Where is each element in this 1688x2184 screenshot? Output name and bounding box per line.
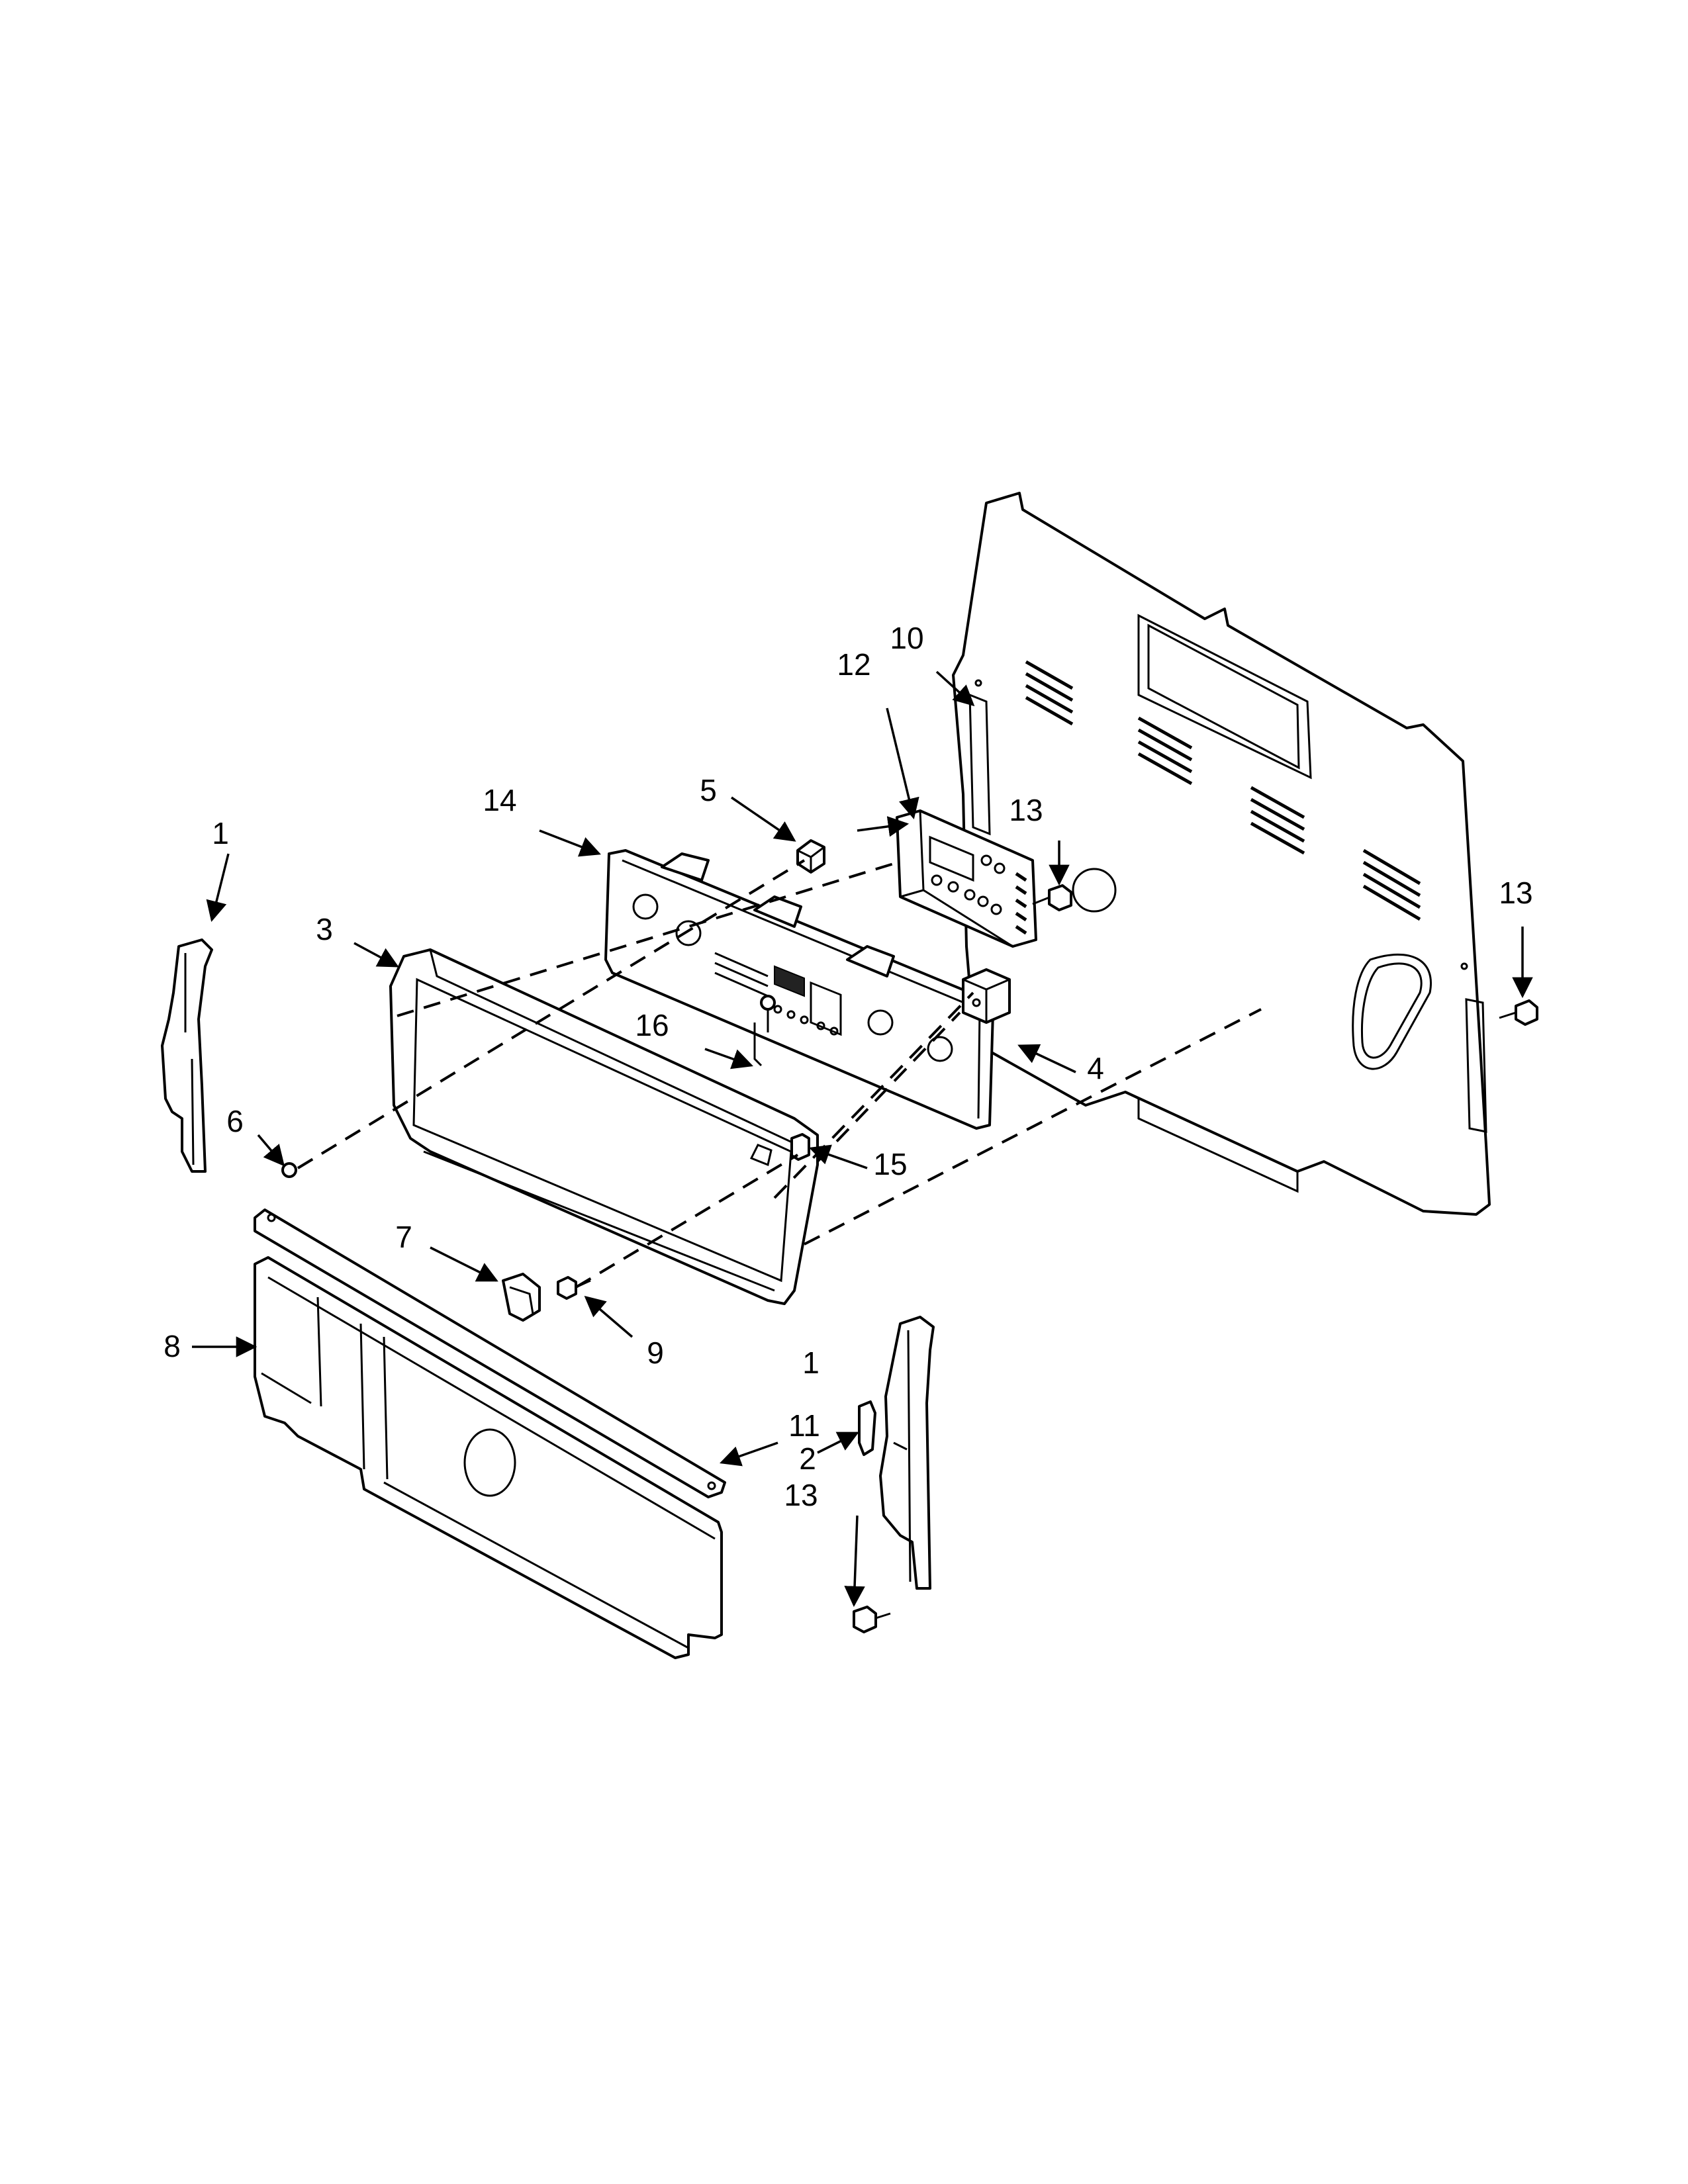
callout-1-right: 1 (802, 1345, 820, 1380)
callout-2: 2 (799, 1441, 816, 1476)
callout-11: 11 (788, 1408, 820, 1443)
switch-part-5 (796, 839, 825, 874)
callout-13-right: 13 (1499, 876, 1532, 910)
electronic-control-part-12 (896, 809, 1037, 948)
callout-9: 9 (647, 1336, 664, 1370)
callout-15: 15 (873, 1147, 907, 1181)
knob-part-7 (502, 1273, 541, 1322)
clip-part-2 (858, 1400, 876, 1456)
screw-part-15 (790, 1133, 810, 1161)
callout-5: 5 (700, 773, 717, 807)
alignment-lines (297, 859, 1262, 1289)
leader-lines (192, 670, 1533, 1608)
control-panel-part-14 (604, 849, 994, 1130)
callout-12: 12 (837, 647, 870, 682)
screw-part-13-right (1499, 999, 1538, 1026)
callout-10: 10 (890, 621, 923, 655)
end-cap-right-part-1 (879, 1316, 935, 1590)
end-cap-left-part-1 (161, 938, 213, 1173)
wire-part-16 (753, 995, 776, 1067)
screw-part-6 (281, 1162, 297, 1178)
trim-frame-part-3 (389, 948, 819, 1305)
callout-4: 4 (1087, 1051, 1104, 1085)
callout-7: 7 (395, 1220, 412, 1254)
callout-3: 3 (316, 912, 333, 946)
screw-part-13-lower (853, 1606, 891, 1633)
callout-8: 8 (164, 1329, 181, 1363)
trim-strip-part-11 (254, 1208, 726, 1498)
terminal-block-part-4 (962, 968, 1011, 1024)
lower-panel-part-8 (254, 1256, 723, 1659)
callout-6: 6 (226, 1104, 244, 1138)
callout-labels: 1 3 4 5 6 7 8 9 10 11 12 13 13 14 15 16 … (164, 621, 1532, 1512)
callout-13-upper: 13 (1009, 793, 1043, 827)
callout-13-lower: 13 (784, 1478, 818, 1512)
callout-14: 14 (483, 783, 516, 817)
callout-1-left: 1 (212, 816, 229, 850)
rear-panel-part-10 (952, 492, 1491, 1216)
callout-16: 16 (635, 1008, 669, 1042)
